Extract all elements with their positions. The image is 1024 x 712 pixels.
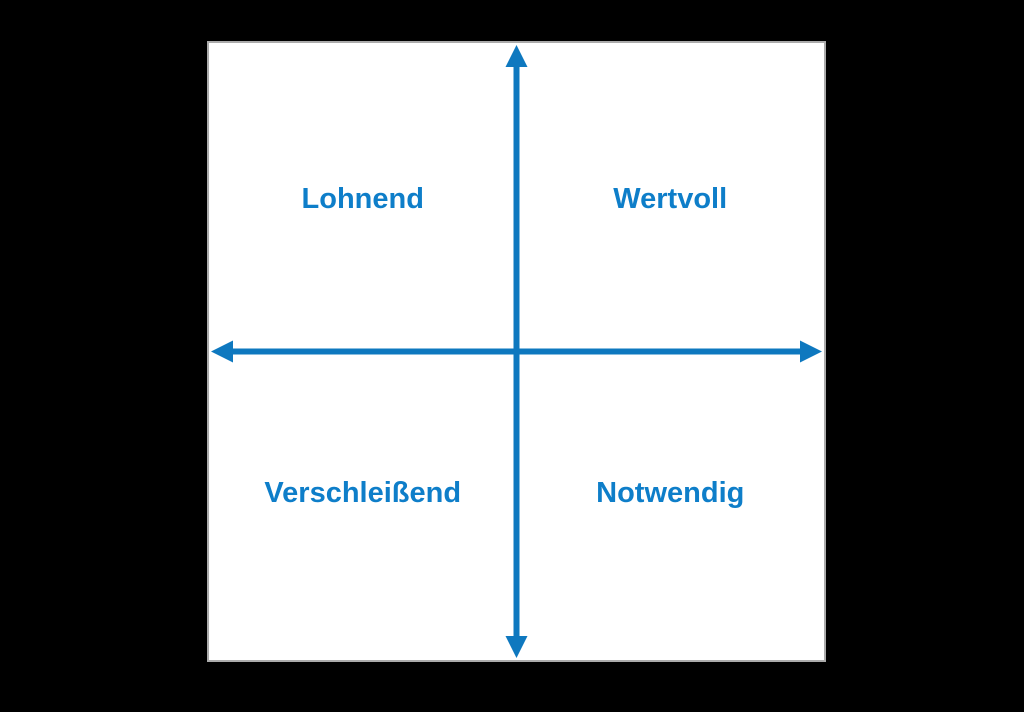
quadrant-label-bottom-left: Verschleißend (264, 477, 462, 510)
quadrant-bottom-right: Notwendig (517, 352, 825, 661)
quadrant-label-top-right: Wertvoll (613, 182, 728, 215)
quadrant-top-left: Lohnend (209, 43, 517, 352)
quadrant-bottom-left: Verschleißend (209, 352, 517, 661)
diagram-panel: Lohnend Wertvoll Verschleißend Notwendig (207, 41, 826, 662)
quadrant-grid: Lohnend Wertvoll Verschleißend Notwendig (209, 43, 824, 660)
arrow-right-icon (800, 340, 822, 363)
quadrant-label-bottom-right: Notwendig (596, 477, 745, 510)
arrow-left-icon (211, 340, 233, 363)
arrow-up-icon (505, 45, 528, 67)
axes (211, 45, 822, 658)
arrow-down-icon (505, 636, 528, 658)
quadrant-label-top-left: Lohnend (301, 182, 424, 215)
quadrant-top-right: Wertvoll (517, 43, 825, 352)
